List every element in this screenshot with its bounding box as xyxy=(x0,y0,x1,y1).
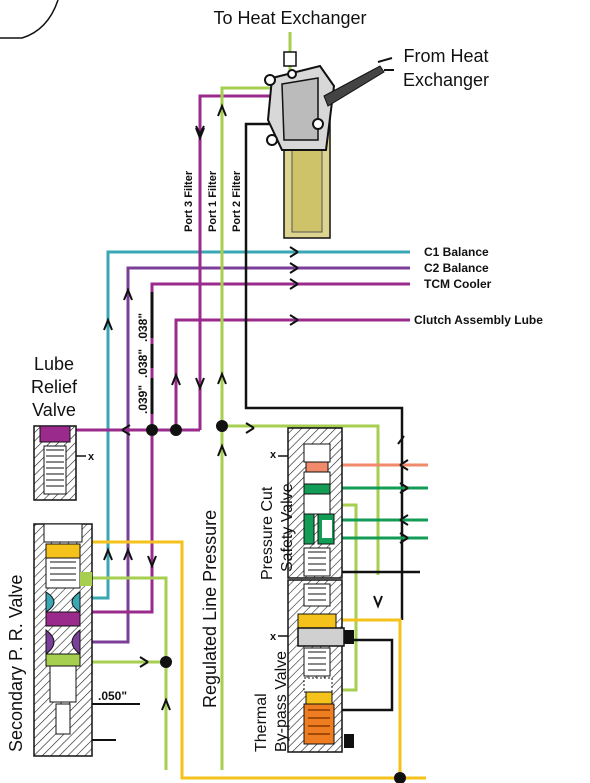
from-heat-exchanger-label-1: From Heat xyxy=(403,46,488,66)
pressure-cut-label-2: Safety Valve xyxy=(279,483,296,572)
lube-relief-label-2: Relief xyxy=(31,377,78,397)
pressure-cut-label-1: Pressure Cut xyxy=(259,486,276,580)
c2-balance-line xyxy=(92,266,410,644)
c1-balance-line xyxy=(92,250,410,600)
secondary-feed-green xyxy=(92,576,168,770)
sump-yellow-line xyxy=(92,540,402,780)
c1-balance-label: C1 Balance xyxy=(424,245,489,259)
lube-relief-valve xyxy=(33,425,86,501)
flow-arrows xyxy=(103,103,409,711)
lube-relief-label-3: Valve xyxy=(32,400,76,420)
port1-filter-label: Port 1 Filter xyxy=(207,170,219,232)
from-heat-exchanger-label-2: Exchanger xyxy=(403,70,489,90)
return-black-line xyxy=(244,122,404,620)
regulated-line-pressure-label: Regulated Line Pressure xyxy=(200,510,220,708)
x-mark-pc: x xyxy=(270,449,277,461)
magenta-filter-loop xyxy=(198,94,285,430)
lube-relief-label-1: Lube xyxy=(34,354,74,374)
thermal-label-1: Thermal xyxy=(253,693,270,752)
tcm-cooler-label: TCM Cooler xyxy=(424,277,492,291)
clutch-assembly-lube-label: Clutch Assembly Lube xyxy=(414,313,543,327)
thermal-label-2: By-pass Valve xyxy=(273,651,290,752)
thermal-green-loop xyxy=(342,503,358,692)
port2-filter-label: Port 2 Filter xyxy=(231,170,243,232)
orifice-050-label: .050" xyxy=(98,689,127,703)
thermal-black-lines xyxy=(342,570,420,712)
secondary-pr-valve-label: Secondary P. R. Valve xyxy=(6,575,26,752)
secondary-pr-valve xyxy=(33,523,140,757)
junction-dots xyxy=(146,420,406,783)
regulated-to-valves xyxy=(222,424,380,575)
orifice-038-label-a: .038" xyxy=(136,313,150,342)
filter-inlet-stub xyxy=(283,51,297,67)
pressure-cut-safety-valve xyxy=(278,427,343,579)
orifice-038-label-b: .038" xyxy=(136,349,150,378)
to-heat-exchanger-label: To Heat Exchanger xyxy=(213,8,366,28)
regulated-line-green xyxy=(220,86,285,770)
c2-balance-label: C2 Balance xyxy=(424,261,489,275)
from-heat-exchanger-hose xyxy=(323,65,385,107)
x-mark-relief: x xyxy=(88,451,95,463)
filter-assembly xyxy=(264,51,394,239)
orifice-039-label: .039" xyxy=(136,385,150,414)
thermal-bypass-valve xyxy=(278,579,354,753)
clutch-lube-line xyxy=(174,318,410,430)
x-mark-thermal: x xyxy=(270,631,277,643)
port3-filter-label: Port 3 Filter xyxy=(183,170,195,232)
corner-fragment xyxy=(0,0,59,39)
